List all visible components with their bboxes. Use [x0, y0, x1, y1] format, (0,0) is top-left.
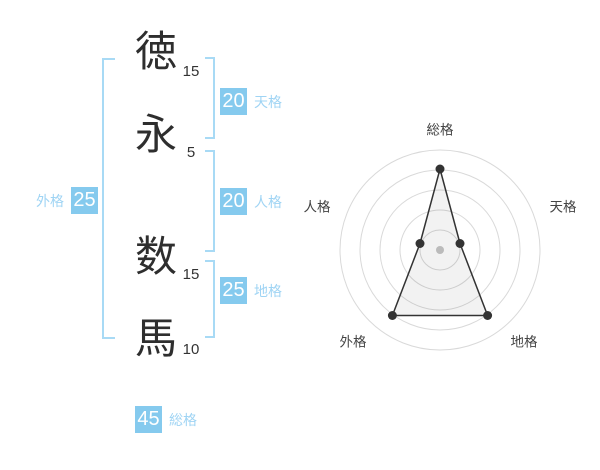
radar-ring	[399, 209, 481, 291]
radar-axis-label: 外格	[340, 335, 367, 350]
radar-center-dot	[436, 246, 444, 254]
soukaku-label: 総格	[169, 411, 197, 428]
gaikaku-value-badge: 25	[71, 187, 98, 214]
radar-point	[435, 164, 445, 174]
radar-axis-label: 地格	[511, 335, 539, 350]
jinkaku-label: 人格	[254, 193, 282, 210]
jinkaku-row: 20 人格	[220, 188, 282, 215]
gaikaku-label: 外格	[36, 192, 64, 209]
soukaku-value-badge: 45	[135, 406, 162, 433]
bracket-chikaku	[205, 260, 215, 338]
radar-point	[415, 239, 425, 248]
gaikaku-row: 外格 25	[36, 187, 98, 214]
stroke-count: 15	[182, 63, 200, 80]
stroke-count: 15	[182, 266, 200, 283]
radar-axis-label: 総格	[427, 123, 454, 138]
radar-ring	[339, 149, 541, 351]
soukaku-row: 45 総格	[135, 406, 197, 433]
chikaku-label: 地格	[254, 282, 282, 299]
name-char: 徳	[134, 28, 177, 75]
chikaku-value-badge: 25	[220, 277, 247, 304]
bracket-jinkaku	[205, 150, 215, 252]
name-char: 馬	[134, 315, 177, 362]
name-char: 数	[134, 233, 177, 280]
name-char: 永	[134, 111, 177, 158]
radar-point	[387, 311, 397, 320]
radar-ring	[419, 229, 461, 271]
stroke-count: 10	[182, 341, 200, 358]
tenkaku-label: 天格	[254, 93, 282, 110]
radar-point	[455, 239, 465, 248]
chikaku-row: 25 地格	[220, 277, 282, 304]
tenkaku-value-badge: 20	[220, 88, 247, 115]
radar-axis-label: 天格	[550, 200, 578, 215]
radar-ring	[379, 189, 501, 311]
jinkaku-value-badge: 20	[220, 188, 247, 215]
bracket-tenkaku	[205, 57, 215, 139]
radar-polygon	[391, 166, 489, 317]
bracket-gaikaku	[102, 58, 115, 339]
tenkaku-row: 20 天格	[220, 88, 282, 115]
radar-point	[483, 311, 493, 320]
radar-axis-label: 人格	[304, 200, 331, 215]
stroke-count: 5	[186, 144, 196, 161]
